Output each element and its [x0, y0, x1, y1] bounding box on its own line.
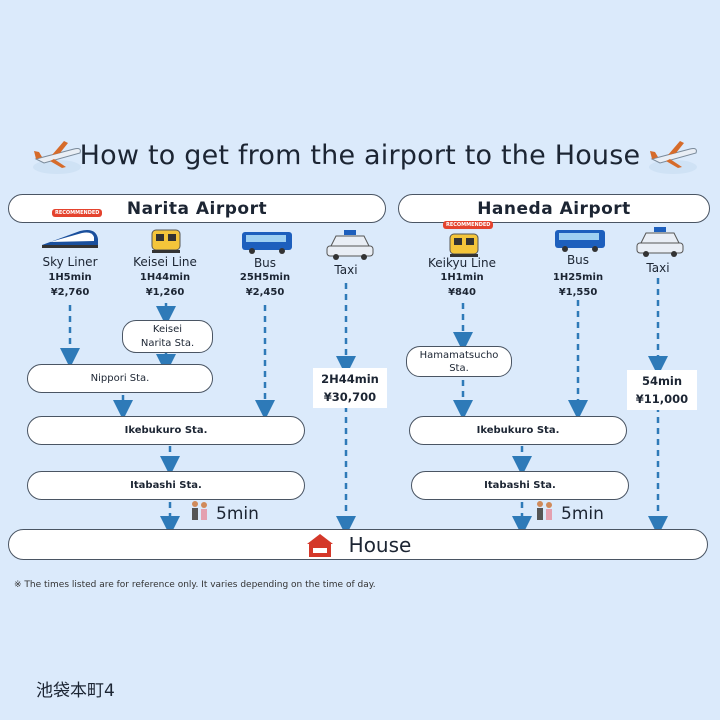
route-label: Taxi [646, 261, 670, 275]
route-price: ¥30,700 [323, 390, 377, 404]
route-label: Taxi [334, 263, 358, 277]
bus-icon [555, 230, 605, 252]
recommended-badge: RECOMMENDED [52, 209, 103, 217]
route-label: Bus [566, 253, 590, 267]
route-price: ¥2,760 [50, 287, 90, 298]
walking-people-icon [537, 501, 552, 520]
walk-time: 5min [561, 504, 604, 524]
house-destination: House [8, 529, 708, 560]
bus-icon [242, 232, 292, 254]
route-price: ¥1,550 [558, 287, 598, 298]
narita-airport-header: Narita Airport [8, 194, 386, 223]
taxi-icon [636, 227, 684, 257]
station-nippori: Nippori Sta. [27, 364, 213, 393]
route-price: ¥1,260 [145, 287, 185, 298]
route-price: ¥840 [448, 287, 476, 298]
house-bed-icon [306, 533, 333, 557]
route-label: Bus [253, 256, 277, 270]
station-ikebukuro: Ikebukuro Sta. [409, 416, 627, 445]
route-time: 54min [641, 374, 683, 388]
route-price: ¥2,450 [245, 287, 285, 298]
house-label: House [348, 532, 412, 557]
recommended-badge: RECOMMENDED [443, 221, 494, 229]
route-time: 2H44min [321, 372, 379, 386]
route-price: ¥11,000 [635, 392, 689, 406]
walk-time: 5min [216, 504, 259, 524]
route-time: 1H1min [440, 272, 484, 283]
station-itabashi: Itabashi Sta. [27, 471, 305, 500]
route-label: Keisei Line [133, 255, 197, 269]
route-label: Sky Liner [42, 255, 98, 269]
haneda-airport-header: Haneda Airport [398, 194, 710, 223]
walking-people-icon [192, 501, 207, 520]
taxi-info: 54min ¥11,000 [627, 370, 697, 410]
address-label: 池袋本町4 [36, 681, 115, 701]
airplane-icon [649, 141, 697, 174]
route-label: Keikyu Line [427, 256, 497, 270]
route-time: 1H44min [139, 272, 191, 283]
station-ikebukuro: Ikebukuro Sta. [27, 416, 305, 445]
route-time: 1H25min [552, 272, 604, 283]
skyliner-train-icon [42, 230, 98, 248]
station-keisei-narita: Keisei Narita Sta. [122, 320, 213, 353]
page-title: How to get from the airport to the House [79, 140, 641, 171]
taxi-info: 2H44min ¥30,700 [313, 368, 387, 408]
keisei-train-icon [151, 229, 181, 253]
airplane-icon [33, 141, 81, 174]
station-itabashi: Itabashi Sta. [411, 471, 629, 500]
route-time: 1H5min [48, 272, 92, 283]
taxi-icon [326, 230, 374, 260]
route-time: 25H5min [239, 272, 291, 283]
station-hamamatsucho: Hamamatsucho Sta. [406, 346, 512, 377]
reference-note: ※ The times listed are for reference onl… [14, 580, 376, 590]
keikyu-train-icon [449, 233, 479, 257]
